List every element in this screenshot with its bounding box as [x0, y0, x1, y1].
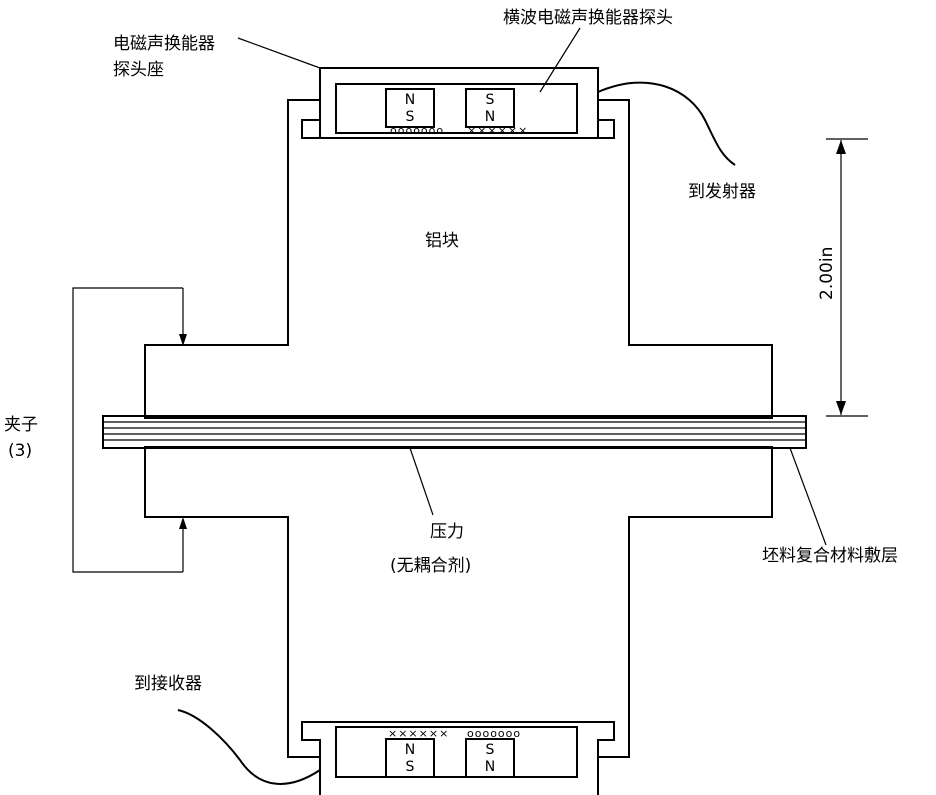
label-aluminum-block: 铝块 [425, 231, 459, 251]
bottom-magnet-right [465, 738, 515, 778]
label-pressure-line1: 压力 [430, 522, 464, 542]
bottom-magnet-right-pole2: N [485, 759, 495, 775]
label-to-receiver: 到接收器 [134, 674, 202, 694]
top-coil-crosses: ×××××× [467, 124, 528, 137]
receiver-cable [177, 709, 321, 785]
bottom-coil-circles: ooooooo [467, 727, 521, 740]
clamp [72, 287, 187, 573]
dimension-marker: 2.00in [817, 138, 868, 417]
label-to-transmitter: 到发射器 [688, 182, 756, 202]
top-magnet-left [385, 88, 435, 128]
top-probe-holder: N S S N ooooooo ×××××× [301, 67, 615, 139]
top-magnet-right-pole1: S [486, 92, 495, 108]
bottom-probe-holder: N S S N ×××××× ooooooo [301, 721, 615, 795]
top-coil-circles: ooooooo [390, 124, 444, 137]
dimension-label: 2.00in [817, 247, 837, 300]
bottom-magnet-left-pole2: S [406, 759, 415, 775]
label-pressure-line2: (无耦合剂) [390, 556, 471, 576]
bottom-magnet-left [385, 738, 435, 778]
aluminum-block-lower-outline [144, 446, 773, 758]
top-magnet-right [465, 88, 515, 128]
label-clamp-line2: (3) [8, 441, 32, 461]
label-holder-line2: 探头座 [113, 60, 164, 80]
label-composite-layup: 坯料复合材料敷层 [762, 546, 898, 566]
composite-layup [102, 415, 807, 449]
transmitter-cable [597, 81, 736, 166]
holder-leader [237, 37, 321, 69]
bottom-coil-crosses: ×××××× [388, 727, 449, 740]
bottom-magnet-right-pole1: S [486, 742, 495, 758]
top-magnet-right-pole2: N [485, 109, 495, 125]
layup-leader [789, 447, 827, 546]
aluminum-block-outline [144, 99, 773, 419]
label-shear-wave-probe: 横波电磁声换能器探头 [503, 8, 673, 28]
label-holder-line1: 电磁声换能器 [113, 34, 215, 54]
top-probe-body [335, 83, 578, 134]
pressure-leader [409, 447, 434, 516]
bottom-magnet-left-pole1: N [405, 742, 415, 758]
bottom-probe-body [335, 726, 578, 778]
probe-leader [539, 27, 581, 93]
top-magnet-left-pole1: N [405, 92, 415, 108]
label-clamp-line1: 夹子 [4, 415, 38, 435]
top-magnet-left-pole2: S [406, 109, 415, 125]
